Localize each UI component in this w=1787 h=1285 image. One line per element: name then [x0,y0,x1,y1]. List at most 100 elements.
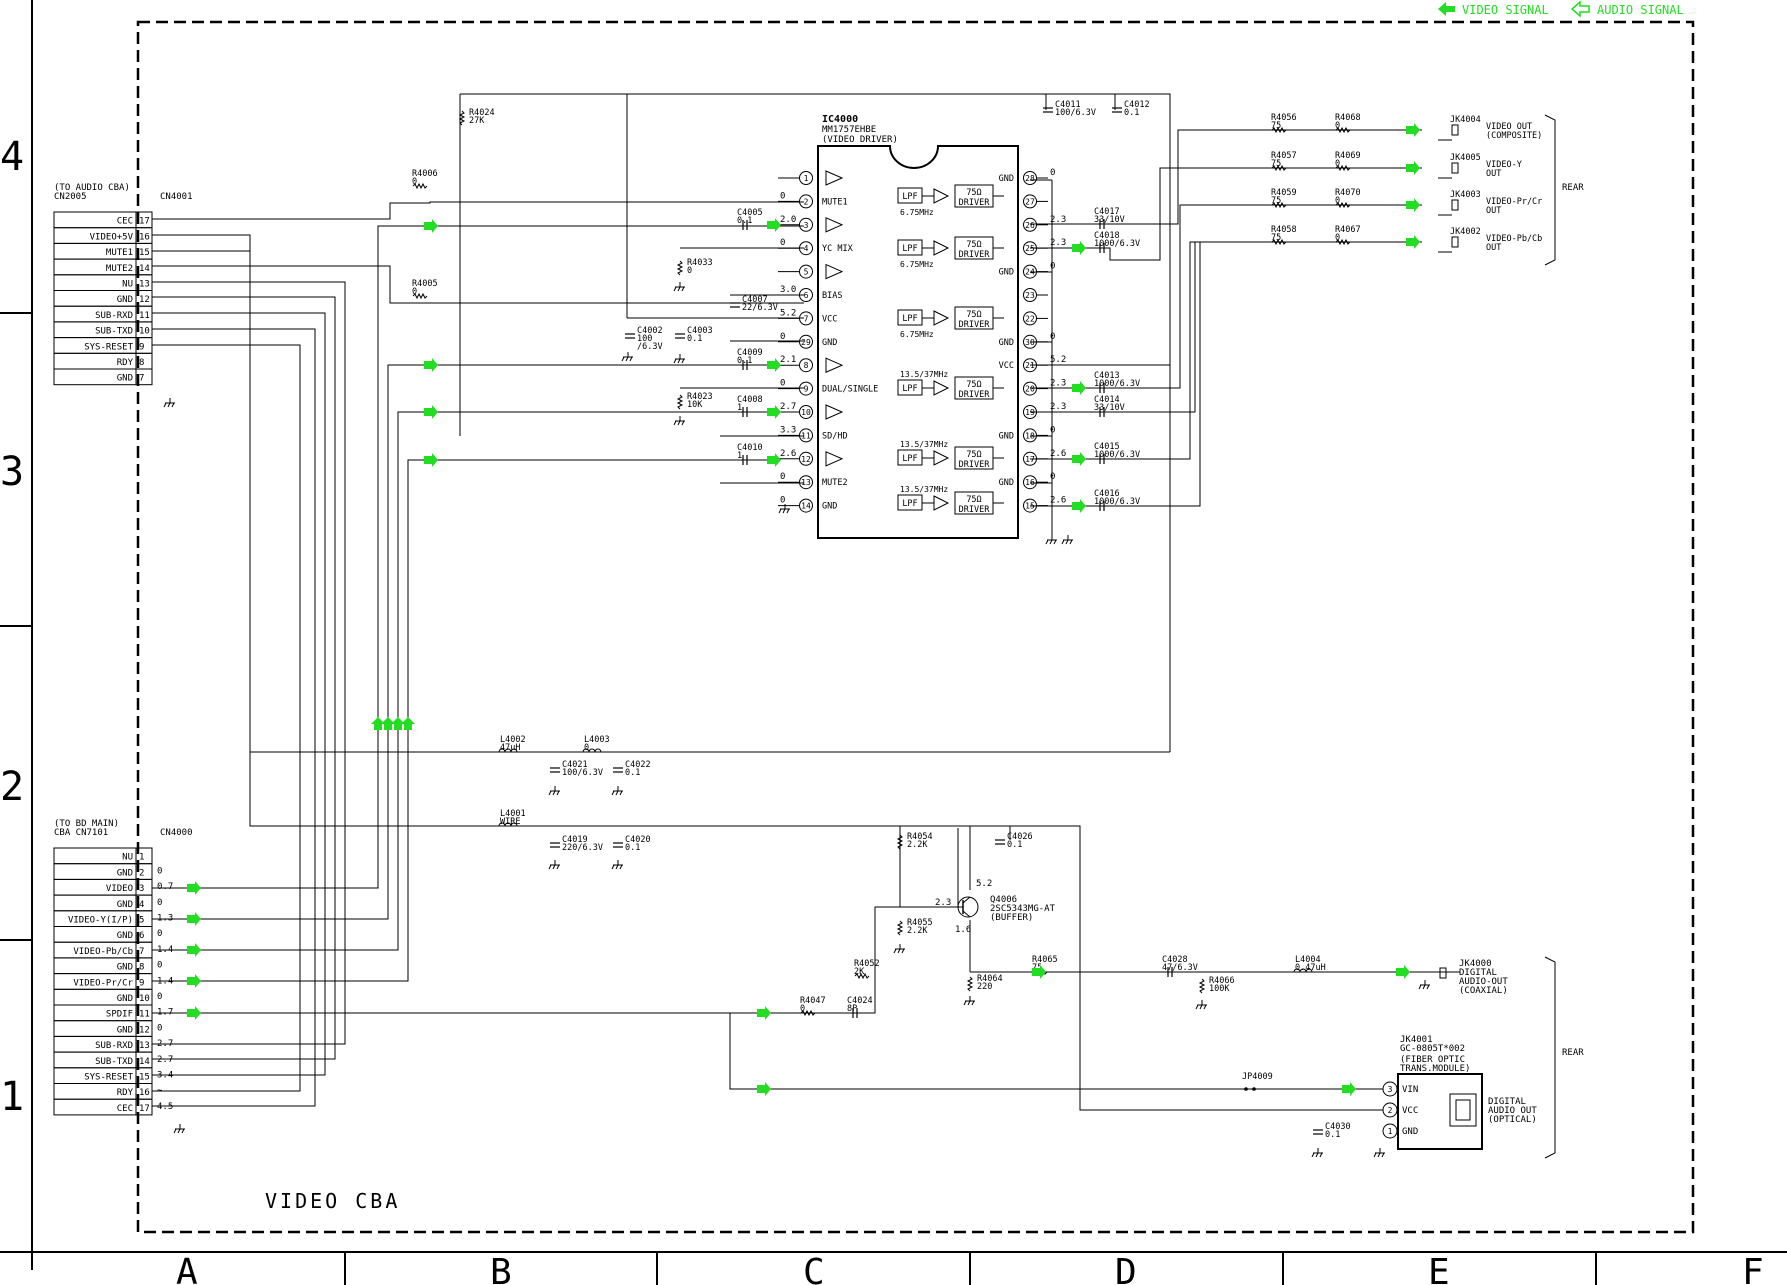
signal-arrow-icon [1406,123,1420,137]
component-value: 0 [800,1004,805,1014]
driver-amp-icon [933,310,950,326]
component-value: 0 [1335,159,1340,169]
component-value: 100/6.3V [1055,108,1096,118]
component-ref: C4010 [737,443,763,453]
connector-num-cell [135,1098,153,1116]
jk4001-out1: DIGITAL [1488,1097,1526,1107]
ic-pin-voltage: 0 [780,379,785,389]
ic-pin-voltage: 3.0 [780,285,796,295]
connector-pin-name: SUB-TXD [95,327,133,337]
driver-amp-icon [933,495,950,511]
ic-pin-number: 13 [801,478,811,487]
component-ref: L4004 [1295,955,1321,965]
component-ref: R4033 [687,258,713,268]
component-ref: C4009 [737,348,763,358]
jack-label-2: OUT [1486,169,1501,179]
component-ref: C4030 [1325,1122,1351,1132]
ic-pin-number: 22 [1025,314,1035,323]
component-value: 0.1 [1007,840,1022,850]
module-pin-name: GND [1402,1127,1418,1137]
connector-pin-name: GND [117,900,133,910]
driver-label-2: DRIVER [959,390,991,400]
component-value: 33/10V [1094,403,1125,413]
row-label: 4 [0,134,24,180]
driver-label-1: 75Ω [966,188,981,198]
ic-pin-voltage: 0 [780,238,785,248]
signal-arrow-icon [767,358,781,372]
ic-pin-number: 21 [1025,361,1035,370]
component-value: 0 [687,266,692,276]
ic-pin-number: 1 [804,174,809,183]
component-value: 75 [1271,233,1281,243]
jk4001-desc2: TRANS.MODULE) [1400,1064,1470,1074]
connector-pin-voltage: 0 [157,992,162,1002]
driver-label-1: 75Ω [966,495,981,505]
ic-pin-label: GND [999,338,1014,348]
ic-pin-label: MUTE2 [822,478,848,488]
jack-label-2: OUT [1486,206,1501,216]
signal-arrow-icon [1072,241,1086,255]
component-ref: R4067 [1335,225,1361,235]
component-ref: R4005 [412,279,438,289]
connector-pin-name: VIDEO-Pb/Cb [73,947,133,957]
component-value: 0 [1335,121,1340,131]
component-value: 100K [1209,984,1230,994]
component-ref: C4022 [625,760,651,770]
col-label: A [176,1252,198,1285]
connector-pin-name: SPDIF [106,1010,133,1020]
connector-pin-name: VIDEO-Pr/Cr [73,978,133,988]
ic-pin-voltage: 2.3 [1050,402,1066,412]
ic4000-desc: (VIDEO DRIVER) [822,135,898,145]
jk4001-out3: (OPTICAL) [1488,1115,1537,1125]
driver-amp-icon [933,240,950,256]
component-jp4009: JP4009 [1242,1072,1273,1091]
row-labels: 4 3 2 1 [0,134,24,1120]
jack-label-2: OUT [1486,243,1501,253]
connector-pin-voltage: 0 [157,961,162,971]
ic-pin-number: 20 [1025,385,1035,394]
component-value: 2.2K [907,840,928,850]
jk4000-line2: AUDIO-OUT [1459,977,1508,987]
connector-pin-name: CEC [117,1104,133,1114]
connector-pin-name: GND [117,931,133,941]
board-title: VIDEO CBA [265,1189,400,1213]
ic-pin-voltage: 2.3 [1050,215,1066,225]
component-ref: C4012 [1124,100,1150,110]
driver-label-1: 75Ω [966,450,981,460]
jk4001-optical-module: JK4001 GC-0805T*002 (FIBER OPTIC TRANS.M… [1382,1035,1537,1150]
ic-pin-number: 6 [804,291,809,300]
connector-pin-name: NU [122,853,133,863]
module-pin [1382,1123,1398,1139]
connector-pin-voltage: 0.7 [157,882,173,892]
ic-pin-number: 12 [801,455,811,464]
connector-pin-number: 17 [139,1104,150,1114]
signal-arrow-icon [757,1082,771,1096]
q4006-ref: Q4006 [990,895,1017,905]
ic-pin-number: 3 [804,221,809,230]
connector-pin-number: 7 [139,374,144,384]
jk4001-desc1: (FIBER OPTIC [1400,1055,1465,1065]
jk4000-line1: DIGITAL [1459,968,1497,978]
ic-pin-number: 26 [1025,221,1035,230]
ground-icon [611,785,624,796]
ic-pin-voltage: 0 [780,332,785,342]
jack-ref: JK4002 [1450,227,1481,237]
jk4000: JK4000 DIGITAL AUDIO-OUT (COAXIAL) [1425,959,1508,996]
component-value: 0 [1335,233,1340,243]
component-value: 0.1 [625,843,640,853]
connector-pin-number: 11 [139,311,150,321]
